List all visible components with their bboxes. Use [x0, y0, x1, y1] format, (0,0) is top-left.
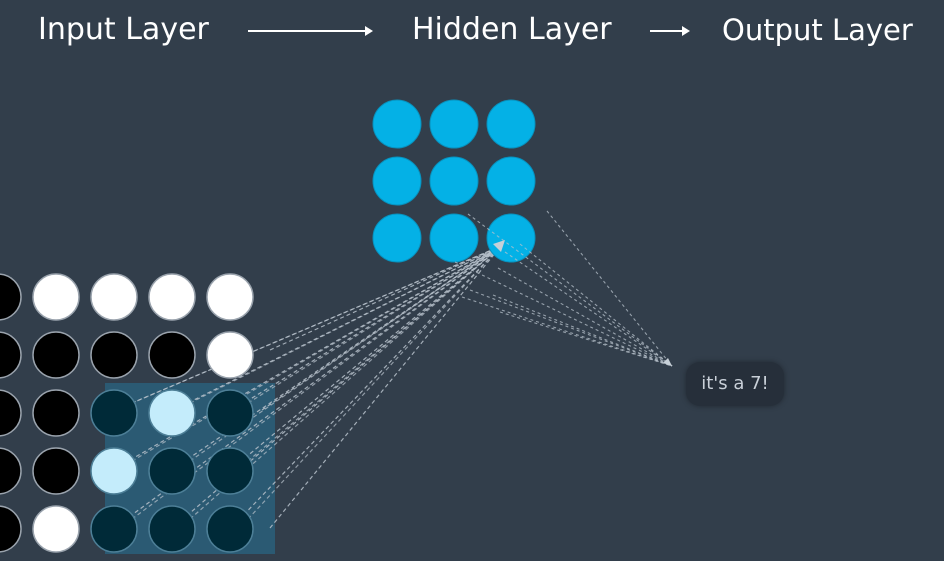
hidden-node	[486, 99, 536, 149]
input-node	[90, 505, 138, 553]
input-node	[148, 505, 196, 553]
output-connection-line	[519, 243, 673, 367]
input-node	[32, 505, 80, 553]
hidden-node	[429, 99, 479, 149]
connection-line	[233, 245, 502, 468]
hidden-node	[429, 156, 479, 206]
connection-line	[247, 245, 502, 520]
input-node	[0, 389, 22, 437]
input-layer-nodes	[0, 273, 254, 553]
connection-line	[269, 245, 502, 529]
output-connection-line	[454, 261, 673, 367]
input-node	[206, 331, 254, 379]
input-node	[32, 331, 80, 379]
input-node	[90, 389, 138, 437]
input-node	[148, 389, 196, 437]
input-node	[32, 447, 80, 495]
input-node	[32, 273, 80, 321]
connection-line	[131, 245, 502, 462]
output-connection-line	[467, 213, 673, 367]
input-node	[206, 389, 254, 437]
hidden-node	[486, 156, 536, 206]
input-node	[148, 447, 196, 495]
hidden-node	[372, 213, 422, 263]
hidden-node	[372, 156, 422, 206]
input-node	[0, 447, 22, 495]
input-node	[90, 273, 138, 321]
input-node	[148, 273, 196, 321]
hidden-node	[429, 213, 479, 263]
output-connection-lines	[454, 210, 673, 367]
connection-line	[189, 245, 502, 404]
connection-line	[247, 245, 502, 404]
connection-line	[131, 245, 502, 404]
hidden-layer-title: Hidden Layer	[412, 12, 612, 47]
input-node	[90, 447, 138, 495]
output-connection-line	[499, 311, 673, 367]
output-layer-title: Output Layer	[722, 13, 913, 47]
hidden-node	[486, 213, 536, 263]
input-node	[206, 273, 254, 321]
output-connection-line	[504, 251, 673, 367]
input-node	[148, 331, 196, 379]
output-connection-line	[492, 294, 673, 367]
input-node	[0, 505, 22, 553]
input-node	[0, 273, 22, 321]
input-node	[32, 389, 80, 437]
hidden-layer-nodes	[372, 99, 536, 263]
connection-line	[233, 245, 502, 526]
output-connection-line	[497, 267, 673, 367]
input-layer-title: Input Layer	[38, 12, 209, 47]
input-node	[90, 331, 138, 379]
output-connection-line	[546, 210, 673, 367]
input-node	[206, 505, 254, 553]
input-node	[206, 447, 254, 495]
output-label: it's a 7!	[686, 362, 784, 406]
right-arrow-icon	[248, 26, 373, 36]
connection-line	[269, 245, 502, 351]
connection-line	[189, 245, 502, 520]
hidden-node	[372, 99, 422, 149]
input-node	[0, 331, 22, 379]
connection-line	[261, 245, 502, 411]
output-connection-line	[461, 296, 673, 367]
right-arrow-icon	[650, 26, 690, 36]
output-arrowhead-icon	[663, 358, 672, 366]
connection-arrowhead-icon	[493, 240, 505, 252]
